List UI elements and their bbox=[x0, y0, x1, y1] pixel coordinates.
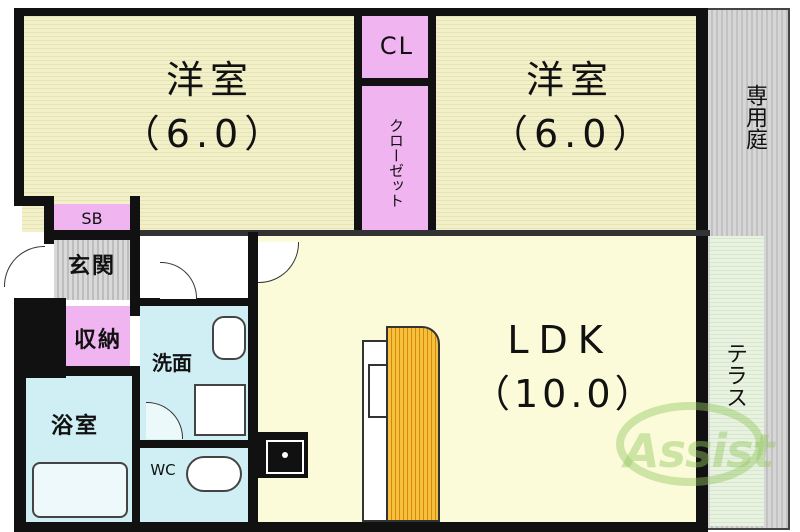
wall-entry-right bbox=[130, 196, 140, 316]
storage-label: 収納 bbox=[73, 328, 122, 353]
wall-closet-mid bbox=[354, 78, 436, 86]
terrace-label-top: テラス bbox=[722, 342, 747, 408]
wall-storage-bottom bbox=[54, 366, 140, 376]
ldk-label: LDK bbox=[507, 318, 613, 362]
wall-closet-right bbox=[428, 8, 436, 236]
wall-top-closet bbox=[354, 8, 436, 16]
wall-bottom bbox=[14, 522, 708, 532]
washbasin bbox=[212, 316, 246, 360]
closet-small bbox=[362, 14, 432, 80]
assist-logo-text: Assist bbox=[624, 424, 774, 478]
wall-wet-top bbox=[130, 298, 258, 306]
bathroom-label: 浴室 bbox=[50, 414, 99, 439]
wall-bath-right bbox=[132, 370, 140, 532]
toilet-bowl bbox=[186, 456, 242, 492]
terrace-overlay bbox=[710, 236, 764, 526]
western-room-2 bbox=[432, 14, 702, 232]
western-room-1-size: （6.0） bbox=[121, 112, 289, 156]
genkan bbox=[54, 240, 130, 300]
closet-tall-label: クローゼット bbox=[387, 117, 405, 208]
washer-pan bbox=[194, 384, 246, 436]
sb-storage bbox=[54, 204, 130, 234]
assist-logo-mark bbox=[616, 402, 764, 486]
wall-top-right bbox=[432, 8, 708, 16]
wall-mid-horizontal bbox=[130, 230, 710, 236]
western-room-2-size: （6.0） bbox=[490, 112, 657, 156]
western-room-2-label: 洋室 bbox=[525, 58, 614, 102]
wall-top-left bbox=[14, 8, 362, 16]
wall-wc-top bbox=[140, 440, 250, 448]
stove bbox=[258, 432, 308, 478]
wall-left-upper bbox=[14, 8, 24, 204]
ldk-room bbox=[256, 236, 702, 522]
garden-label: 専用庭 bbox=[742, 84, 767, 150]
wc-label: WC bbox=[150, 461, 176, 479]
storage bbox=[66, 306, 130, 368]
kitchen-stair-counter bbox=[386, 326, 440, 522]
western-room-1-label: 洋室 bbox=[165, 58, 254, 102]
wall-left-bottom bbox=[14, 370, 26, 532]
genkan-label: 玄関 bbox=[67, 254, 116, 279]
wall-closet-left bbox=[354, 8, 362, 236]
wall-left-sb bbox=[14, 196, 54, 206]
wall-right bbox=[696, 8, 708, 532]
bathtub bbox=[32, 462, 128, 518]
washroom-label: 洗面 bbox=[152, 351, 192, 375]
wall-left-mid bbox=[44, 196, 54, 244]
wall-sb-bottom bbox=[54, 230, 140, 240]
wall-wet-right bbox=[248, 232, 258, 532]
assist-logo bbox=[612, 400, 798, 490]
western-room-1 bbox=[22, 14, 362, 232]
closet-small-label: CL bbox=[379, 32, 415, 60]
ldk-size: （10.0） bbox=[472, 372, 657, 416]
entry-door bbox=[4, 246, 45, 287]
sb-label: SB bbox=[81, 209, 103, 228]
washroom-door bbox=[160, 262, 197, 299]
closet-tall bbox=[362, 86, 432, 232]
wall-left-lower bbox=[14, 298, 66, 378]
